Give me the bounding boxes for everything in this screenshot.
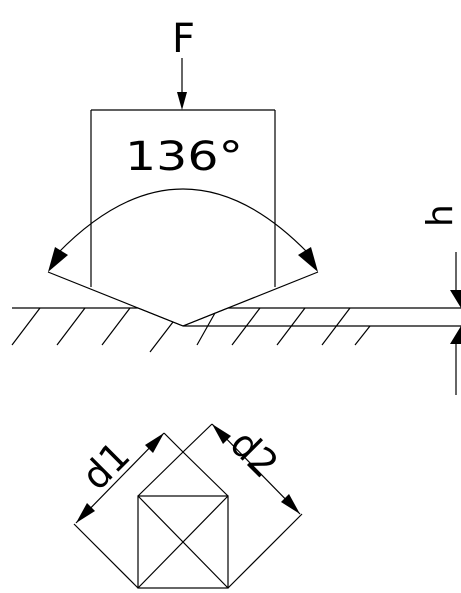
force-group: F — [172, 16, 195, 110]
specimen-hatching — [11, 307, 371, 353]
hatch-line — [354, 325, 371, 346]
hatch-line — [231, 307, 261, 346]
hatch-line — [101, 307, 131, 346]
indent-square — [137, 495, 229, 589]
depth-label: h — [420, 204, 461, 227]
indentation-left-face — [137, 307, 184, 327]
hatch-line — [11, 307, 41, 346]
depth-arrowhead-upper — [450, 290, 461, 308]
extension-line-right — [227, 513, 303, 589]
d2-arrowhead-upper — [212, 424, 231, 444]
extension-line-top-right — [182, 423, 213, 453]
d1-label: d1 — [73, 433, 138, 498]
d1-arrowhead-upper — [145, 433, 164, 453]
d2-arrowhead-lower — [281, 494, 300, 514]
angle-annotation: 136° — [48, 134, 318, 272]
indentation-top-view — [73, 423, 303, 589]
indent-roof-left — [137, 451, 184, 497]
angle-label: 136° — [125, 134, 243, 180]
hatch-line — [196, 312, 216, 346]
hatch-line — [321, 307, 351, 346]
extension-line-left — [73, 523, 139, 589]
angle-arrowhead-left — [48, 247, 68, 272]
extension-line-top-left — [163, 432, 184, 453]
d2-dimension: d2 — [211, 421, 301, 515]
indentation-right-face — [182, 307, 229, 327]
hatch-line — [56, 307, 86, 346]
indent-roof-right — [182, 451, 229, 497]
angle-arrowhead-right — [298, 247, 318, 272]
depth-annotation: h — [420, 204, 461, 395]
hatch-line — [149, 321, 174, 353]
force-arrowhead — [177, 92, 187, 110]
indent-diagonal-b — [137, 495, 229, 589]
angle-arc — [57, 188, 309, 254]
depth-arrowhead-lower — [450, 326, 461, 344]
hatch-line — [276, 307, 306, 346]
d2-label: d2 — [222, 421, 287, 486]
specimen — [11, 307, 461, 353]
d1-arrowhead-lower — [76, 503, 95, 523]
force-label: F — [172, 16, 195, 62]
